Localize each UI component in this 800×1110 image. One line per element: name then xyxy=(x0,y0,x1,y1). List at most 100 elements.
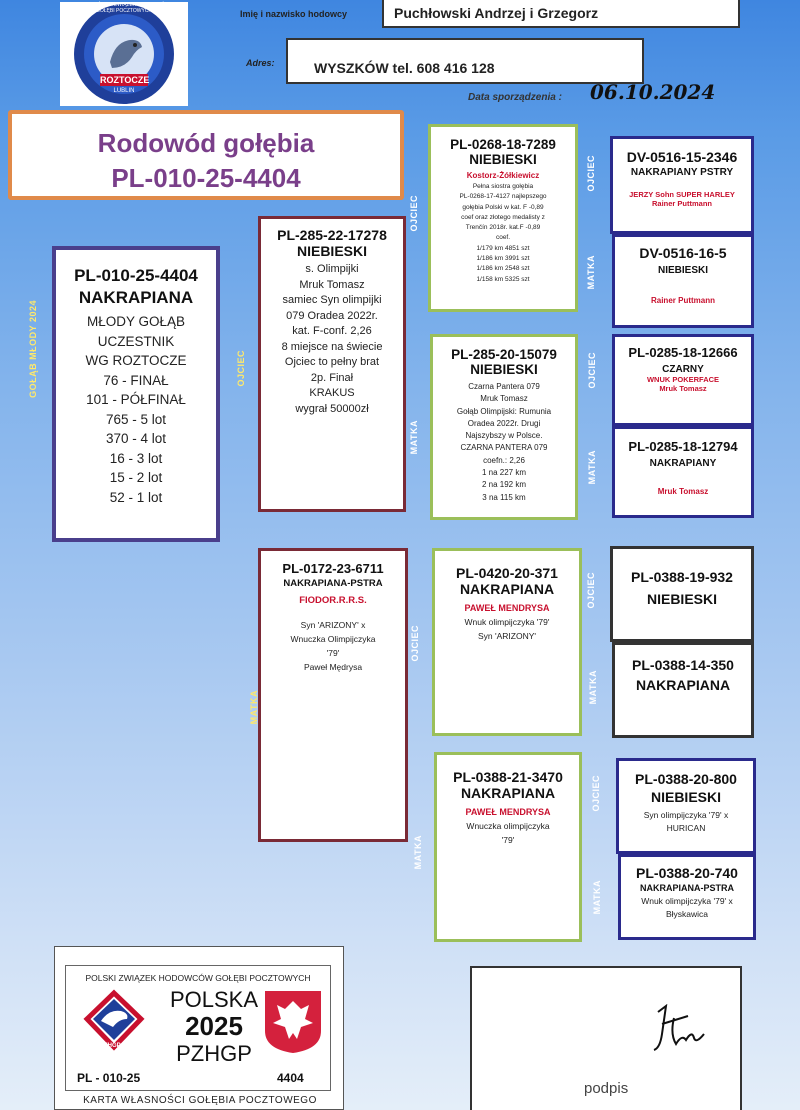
fm-notes: Czarna Pantera 079 Mruk Tomasz Gołąb Oli… xyxy=(433,381,575,504)
great-grandparent-5-card: PL-0388-19-932 NIEBIESKI xyxy=(610,546,754,642)
great-grandparent-4-card: PL-0285-18-12794 NAKRAPIANY Mruk Tomasz xyxy=(612,426,754,518)
mf-note: Syn 'ARIZONY' xyxy=(477,631,537,641)
g2-side-label: MATKA xyxy=(586,255,596,290)
pzhgp-badge-text: PZHGP xyxy=(100,1043,121,1049)
great-grandparent-6-card: PL-0388-14-350 NAKRAPIANA xyxy=(612,642,754,738)
g7-notes: Syn olimpijczyka '79' x HURICAN xyxy=(619,809,753,835)
ownership-card-ring-left: PL - 010-25 xyxy=(77,1071,141,1085)
g7-ring: PL-0388-20-800 xyxy=(635,771,737,787)
address-value: WYSZKÓW tel. 608 416 128 xyxy=(314,60,495,76)
mother-color: NAKRAPIANA-PSTRA xyxy=(283,578,383,589)
ff-note: gołębia Polski w kat. F -0,89 xyxy=(462,203,544,211)
father-note: 8 miejsce na świecie xyxy=(281,340,383,353)
father-note: Mruk Tomasz xyxy=(299,278,365,291)
ownership-card-org: POLSKI ZWIĄZEK HODOWCÓW GOŁĘBI POCZTOWYC… xyxy=(85,973,311,983)
main-note: 16 - 3 lot xyxy=(109,450,163,466)
mother-note: Syn 'ARIZONY' x xyxy=(300,620,366,630)
paternal-grandmother-card: PL-285-20-15079 NIEBIESKI Czarna Pantera… xyxy=(430,334,578,520)
great-grandparent-1-card: DV-0516-15-2346 NAKRAPIANY PSTRY JERZY S… xyxy=(610,136,754,234)
ff-note: 1/186 km 2548 szt xyxy=(476,265,530,273)
signature-label: podpis xyxy=(584,1080,629,1097)
g1-color: NAKRAPIANY PSTRY xyxy=(630,167,734,178)
g5-side-label: OJCIEC xyxy=(586,572,596,609)
main-bird-side-label: GOŁĄB MŁODY 2024 xyxy=(28,300,38,398)
maternal-grandmother-card: PL-0388-21-3470 NAKRAPIANA PAWEŁ MENDRYS… xyxy=(434,752,582,942)
main-bird-notes: MŁODY GOŁĄB UCZESTNIK WG ROZTOCZE 76 - F… xyxy=(56,312,216,507)
father-note: kat. F-conf. 2,26 xyxy=(292,325,372,337)
father-note: 2p. Finał xyxy=(310,371,354,384)
title-box: Rodowód gołębia PL-010-25-4404 xyxy=(8,110,404,200)
g1-breeder: JERZY Sohn SUPER HARLEY xyxy=(629,190,735,199)
logo-ring-text: WOJEWÓDZKI ZWIĄZEK HODOWCÓW GOŁĘBI POCZT… xyxy=(78,2,170,14)
mother-side-label: MATKA xyxy=(249,690,259,725)
main-note: 52 - 1 lot xyxy=(109,489,163,505)
fm-side-label: MATKA xyxy=(409,420,419,455)
g7-color: NIEBIESKI xyxy=(650,789,721,805)
father-note: wygrał 50000zł xyxy=(295,402,369,415)
mother-note: Paweł Mędrysa xyxy=(303,662,363,672)
ff-note: Trenčín 2018r. kat.F -0,89 xyxy=(465,224,541,232)
g8-color: NAKRAPIANA-PSTRA xyxy=(640,883,734,893)
ff-side-label: OJCIEC xyxy=(409,195,419,232)
mother-notes: Syn 'ARIZONY' x Wnuczka Olimpijczyka '79… xyxy=(261,618,405,674)
mother-ring: PL-0172-23-6711 xyxy=(282,561,384,576)
maternal-grandfather-card: PL-0420-20-371 NAKRAPIANA PAWEŁ MENDRYSA… xyxy=(432,548,582,736)
mf-breeder: PAWEŁ MENDRYSA xyxy=(464,603,550,613)
main-bird-ring: PL-010-25-4404 xyxy=(74,266,198,285)
g3-color: CZARNY xyxy=(662,364,704,375)
g4-ring: PL-0285-18-12794 xyxy=(628,439,738,454)
great-grandparent-8-card: PL-0388-20-740 NAKRAPIANA-PSTRA Wnuk oli… xyxy=(618,854,756,940)
ownership-card-abbr: PZHGP xyxy=(176,1041,252,1066)
g2-color: NIEBIESKI xyxy=(657,265,708,276)
g2-breeder: Rainer Puttmann xyxy=(650,296,715,305)
ownership-card-country: POLSKA xyxy=(169,987,259,1012)
signature-scribble-icon xyxy=(653,1004,705,1051)
mm-note: '79' xyxy=(501,835,515,845)
paternal-grandfather-card: PL-0268-18-7289 NIEBIESKI Kostorz-Żółkie… xyxy=(428,124,578,312)
main-note: 15 - 2 lot xyxy=(109,470,163,485)
breeder-label: Imię i nazwisko hodowcy xyxy=(240,9,348,19)
mf-notes: Wnuk olimpijczyka '79' Syn 'ARIZONY' xyxy=(435,615,579,643)
great-grandparent-7-card: PL-0388-20-800 NIEBIESKI Syn olimpijczyk… xyxy=(616,758,756,854)
logo-sub: LUBLIN xyxy=(113,88,135,94)
ownership-card-year: 2025 xyxy=(185,1011,243,1041)
main-note: MŁODY GOŁĄB xyxy=(86,314,186,329)
main-note: 101 - PÓŁFINAŁ xyxy=(86,392,186,407)
pzhgp-badge-icon xyxy=(83,989,145,1051)
fm-note: Czarna Pantera 079 xyxy=(468,382,540,391)
ff-ring: PL-0268-18-7289 xyxy=(450,137,556,152)
g4-side-label: MATKA xyxy=(587,450,597,485)
g3-breeder2: Mruk Tomasz xyxy=(659,384,707,393)
ownership-card-ring-right: 4404 xyxy=(277,1071,304,1085)
main-bird-card: PL-010-25-4404 NAKRAPIANA MŁODY GOŁĄB UC… xyxy=(52,246,220,542)
g8-note: Wnuk olimpijczyka '79' x xyxy=(641,896,733,906)
fm-note: 1 na 227 km xyxy=(481,468,527,478)
g1-breeder2: Rainer Puttmann xyxy=(651,199,712,208)
g8-ring: PL-0388-20-740 xyxy=(636,865,738,881)
ff-notes: Pełna siostra gołębia PL-0268-17-4127 na… xyxy=(431,182,575,285)
ownership-card: POLSKI ZWIĄZEK HODOWCÓW GOŁĘBI POCZTOWYC… xyxy=(54,946,344,1110)
g4-breeder: Mruk Tomasz xyxy=(657,487,709,496)
ff-color: NIEBIESKI xyxy=(469,152,537,167)
address-field: WYSZKÓW tel. 608 416 128 xyxy=(286,38,644,84)
fm-note: Mruk Tomasz xyxy=(480,394,528,404)
ff-note: Pełna siostra gołębia xyxy=(472,183,534,190)
address-label: Adres: xyxy=(246,58,275,68)
fm-note: Oradea 2022r. Drugi xyxy=(467,418,541,428)
fm-note: coefn.: 2,26 xyxy=(483,455,525,465)
main-note: 370 - 4 lot xyxy=(105,431,167,446)
father-note: samiec Syn olimpijki xyxy=(282,294,382,306)
father-side-label: OJCIEC xyxy=(236,350,246,387)
fm-color: NIEBIESKI xyxy=(470,362,538,377)
fm-note: CZARNA PANTERA 079 xyxy=(460,443,548,453)
great-grandparent-3-card: PL-0285-18-12666 CZARNY WNUK POKERFACE M… xyxy=(612,334,754,426)
fm-note: Gołąb Olimpijski: Rumunia xyxy=(456,406,552,416)
great-grandparent-2-card: DV-0516-16-5 NIEBIESKI Rainer Puttmann xyxy=(612,234,754,328)
main-bird-color: NAKRAPIANA xyxy=(78,288,194,307)
mother-note: '79' xyxy=(326,648,340,658)
father-note: Ojciec to pełny brat xyxy=(284,356,380,368)
main-note: UCZESTNIK xyxy=(97,333,175,349)
mother-breeder: FIODOR.R.R.S. xyxy=(299,595,367,606)
signature-box: podpis xyxy=(470,966,742,1110)
ff-note: 1/179 km 4851 szt xyxy=(476,244,530,252)
